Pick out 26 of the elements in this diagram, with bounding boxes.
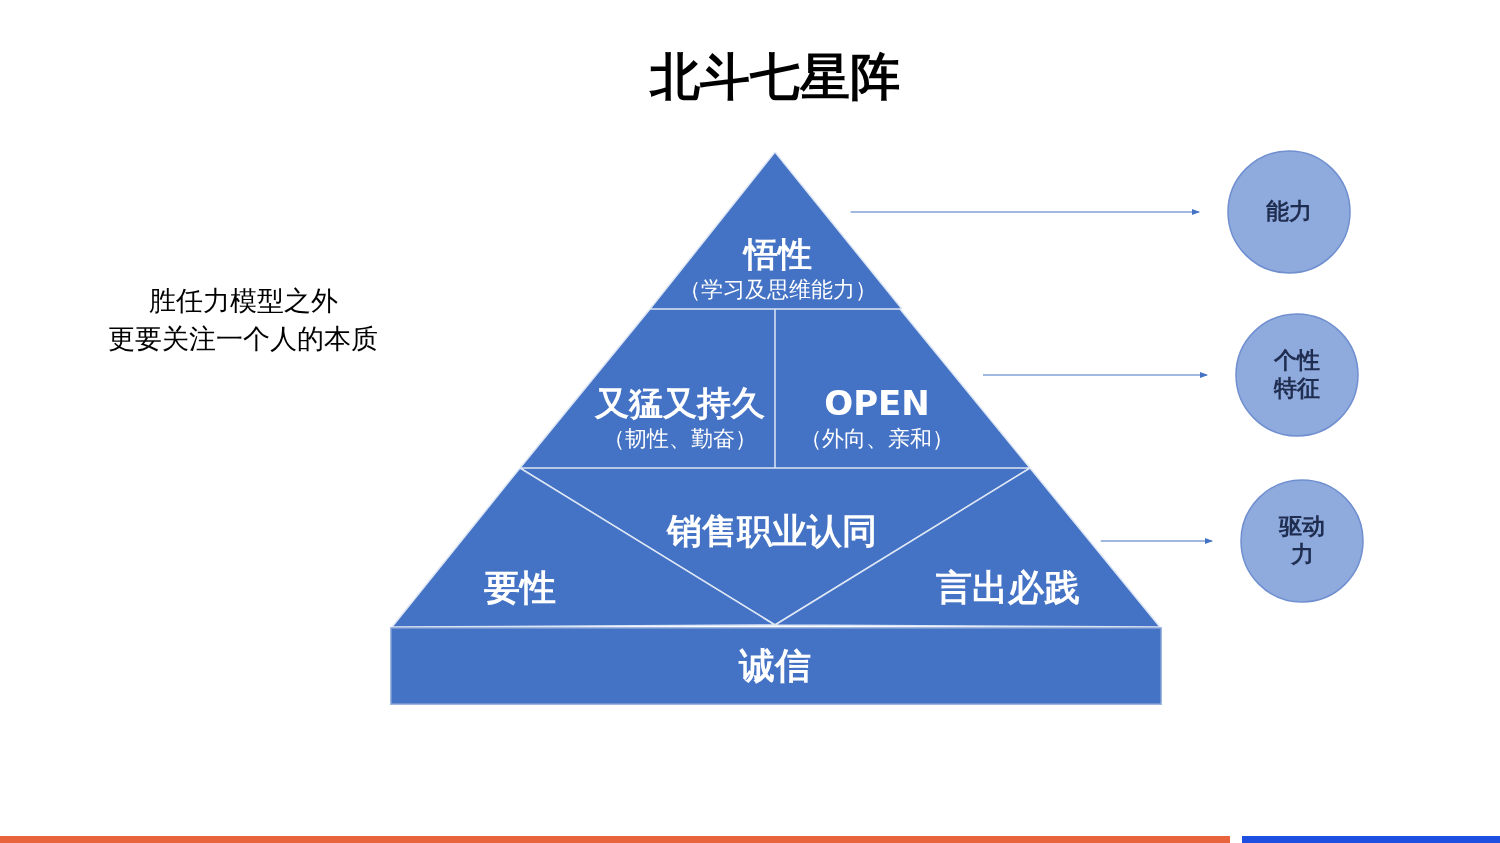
arrow (982, 372, 1208, 378)
segment-title: 言出必践 (936, 566, 1080, 610)
pyramid-segment (650, 152, 902, 309)
segment-title: 诚信 (739, 644, 811, 688)
side-note: 胜任力模型之外 (147, 284, 339, 318)
segment-subtitle: （外向、亲和） (800, 425, 954, 453)
trait-circle (1227, 150, 1351, 274)
diagram-title: 北斗七星阵 (650, 52, 900, 102)
arrow (849, 209, 1200, 215)
segment-title: 悟性 (744, 234, 812, 275)
segment-title: 要性 (484, 566, 556, 610)
pyramid-segment (390, 627, 1162, 705)
arrow (1100, 538, 1213, 544)
segment-subtitle: （韧性、勤奋） (603, 425, 757, 453)
trait-circle (1240, 479, 1364, 603)
segment-title: 个性特征 (1272, 347, 1321, 403)
segment-title: 又猛又持久 (595, 383, 765, 424)
pyramid-segment (775, 309, 1030, 468)
segment-subtitle: （学习及思维能力） (679, 276, 877, 304)
segment-title: 能力 (1266, 198, 1312, 226)
side-note: 更要关注一个人的本质 (107, 322, 379, 356)
trait-circle (1235, 313, 1359, 437)
segment-title: 驱动力 (1277, 513, 1326, 569)
segment-title: 销售职业认同 (667, 510, 877, 552)
segment-title: OPEN (824, 383, 930, 424)
pyramid-segment (520, 309, 775, 468)
